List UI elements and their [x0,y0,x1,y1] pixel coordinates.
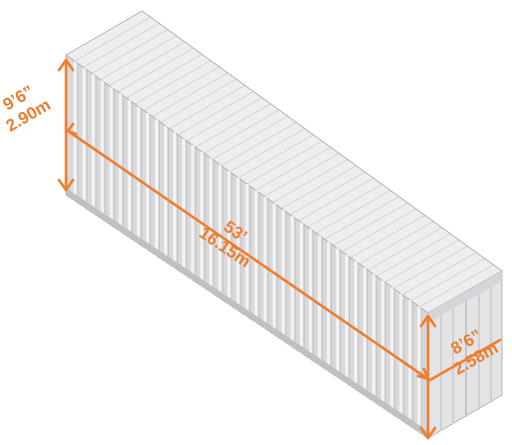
top-rib [263,152,340,197]
top-rib [376,233,451,277]
top-rib [91,29,168,74]
top-rib [143,66,220,111]
top-rib [177,91,254,136]
length-dimension-line [66,129,430,381]
container-doors [428,271,502,431]
top-rib [272,159,348,203]
top-rib [315,190,391,234]
top-rib [117,47,194,93]
top-rib [289,171,366,216]
door-header [428,271,502,323]
end-height-arrow-top [419,314,437,328]
top-rib [393,245,468,289]
top-rib [169,84,246,130]
width-dimension-line [428,338,502,382]
top-rib [410,258,486,302]
top-rib [281,165,357,210]
top-rib [419,264,494,308]
top-rib [401,251,477,296]
top-rib [350,214,426,259]
top-rib [195,103,271,148]
top-rib [160,78,237,124]
top-rib [384,239,460,283]
top-rib [332,202,408,246]
container-bottom-rail [66,188,428,438]
container-top-ribs [74,16,494,308]
top-rib [134,60,211,105]
height-arrow-bottom [57,178,75,192]
top-rib [203,109,280,154]
top-rib [108,41,186,87]
height-arrow-top [57,58,75,72]
top-rib [324,196,400,240]
top-rib [341,208,417,253]
top-rib [74,16,151,62]
top-rib [186,97,263,142]
top-rib [298,177,374,222]
top-rib [212,115,288,160]
top-rib [255,146,331,191]
top-rib [100,35,177,81]
top-rib [307,183,383,228]
top-rib [126,53,203,99]
height-label: 9’6” 2.90m [0,82,54,136]
top-rib [151,72,228,117]
top-rib [229,128,306,173]
dimension-lines [57,58,502,440]
top-rib [82,22,160,68]
top-rib [358,221,434,265]
top-rib [367,227,443,271]
top-rib [238,134,314,179]
container [65,10,503,439]
end-height-arrow-bottom [419,426,437,440]
top-rib [246,140,323,185]
container-side-ribs [73,61,423,434]
length-arrow-start [66,122,78,136]
top-rib [220,121,297,167]
